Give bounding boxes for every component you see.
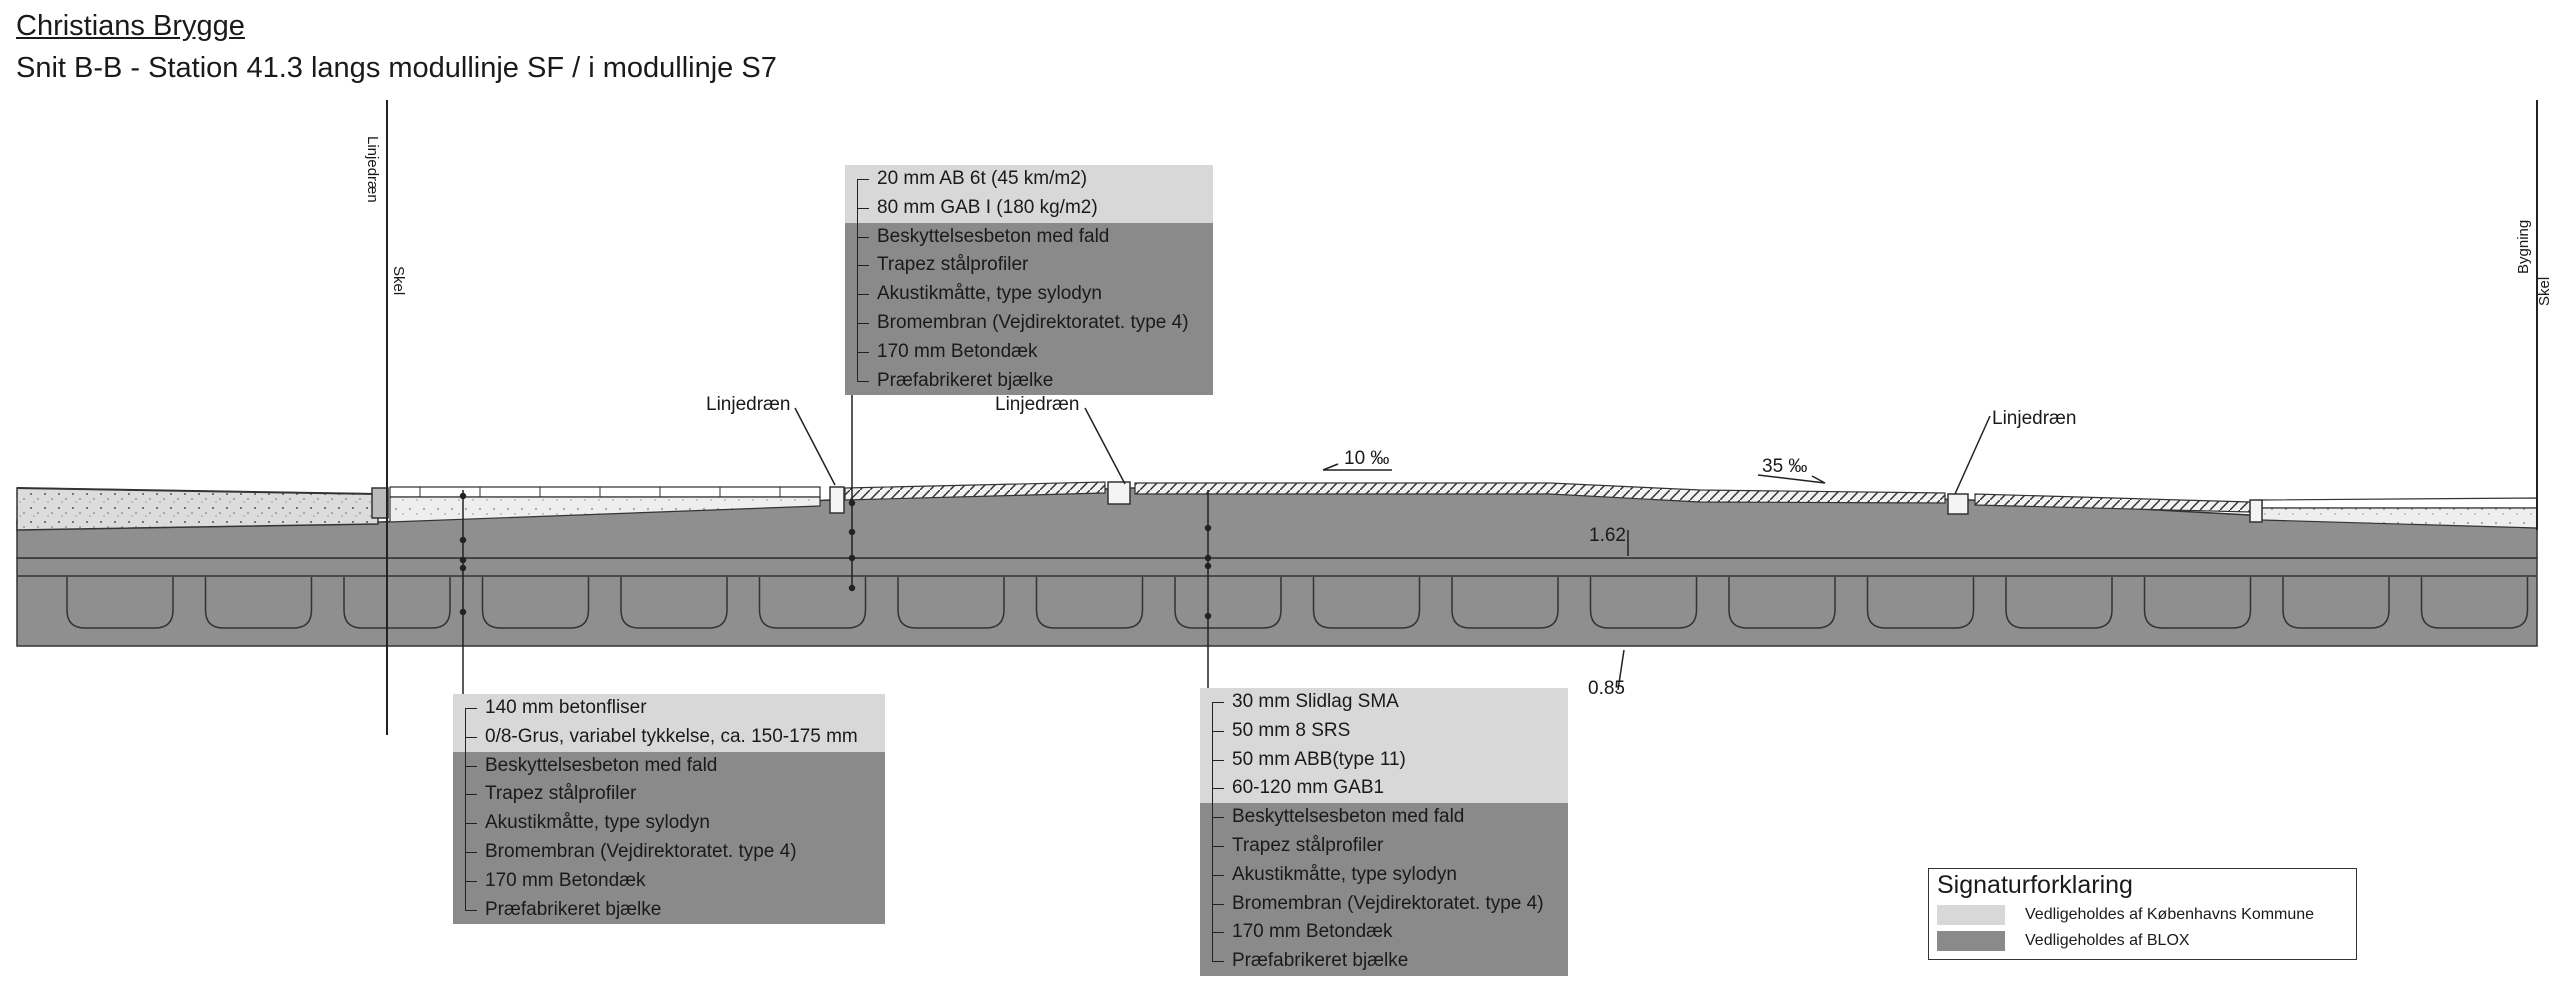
left-bedding-dark [16, 487, 379, 531]
layer-item: 30 mm Slidlag SMA [1200, 688, 1568, 717]
beam-outline [1589, 577, 1698, 629]
legend-swatch-light [1937, 905, 2005, 925]
layer-item: Trapez stålprofiler [453, 780, 885, 809]
label-skel-right: Skel [2536, 277, 2553, 306]
slope-35: 35 ‰ [1762, 456, 1807, 477]
beam-outline [1035, 577, 1144, 629]
beam-outline [66, 577, 174, 629]
beam-outline [204, 577, 313, 629]
beam-outline [2282, 577, 2390, 629]
beam-outline [1174, 577, 1282, 629]
drain-3 [1947, 493, 1969, 515]
legend-swatch-dark [1937, 931, 2005, 951]
drain-4 [2249, 499, 2263, 523]
legend: Signaturforklaring Vedligeholdes af Købe… [1928, 868, 2357, 960]
layer-item: Trapez stålprofiler [845, 251, 1213, 280]
deck-slab [16, 557, 2538, 647]
layer-item: Præfabrikeret bjælke [1200, 947, 1568, 976]
dimension-085: 0.85 [1588, 678, 1625, 699]
drawing-subtitle: Snit B-B - Station 41.3 langs modullinje… [16, 52, 777, 84]
beam-outline [2420, 577, 2529, 629]
layer-item: 20 mm AB 6t (45 km/m2) [845, 165, 1213, 194]
layer-item: 170 mm Betondæk [1200, 918, 1568, 947]
beam-outline [2005, 577, 2113, 629]
curb-left [371, 487, 389, 519]
layer-item: Præfabrikeret bjælke [845, 366, 1213, 396]
layer-item: Akustikmåtte, type sylodyn [453, 809, 885, 838]
dimension-162: 1.62 [1589, 525, 1626, 546]
layer-item: 140 mm betonfliser [453, 694, 885, 723]
label-skel-left: Skel [390, 266, 407, 295]
layer-item: Bromembran (Vejdirektoratet. type 4) [1200, 889, 1568, 919]
layer-box-right-light: 30 mm Slidlag SMA 50 mm 8 SRS 50 mm ABB(… [1200, 688, 1568, 804]
layer-item: Trapez stålprofiler [1200, 831, 1568, 861]
callout-linjedraen-1: Linjedræn [706, 394, 791, 415]
beam-outline [343, 577, 451, 629]
layer-item: Akustikmåtte, type sylodyn [845, 280, 1213, 309]
drain-2 [1107, 481, 1131, 505]
layer-item: 80 mm GAB I (180 kg/m2) [845, 193, 1213, 223]
beam-outline [1728, 577, 1836, 629]
legend-title: Signaturforklaring [1937, 871, 2133, 899]
drain-1 [829, 486, 845, 514]
layer-box-right-dark: Beskyttelsesbeton med fald Trapez stålpr… [1200, 803, 1568, 976]
road-asphalt-left [844, 481, 1106, 501]
layer-box-left-dark: Beskyttelsesbeton med fald Trapez stålpr… [453, 751, 885, 925]
beam-outline [758, 577, 867, 629]
drawing-title: Christians Brygge [16, 10, 245, 42]
layer-box-left: 140 mm betonfliser 0/8-Grus, variabel ty… [453, 694, 885, 925]
beam-outline [620, 577, 728, 629]
beam-outline [2143, 577, 2252, 629]
layer-item: 170 mm Betondæk [845, 337, 1213, 367]
layer-box-left-light: 140 mm betonfliser 0/8-Grus, variabel ty… [453, 694, 885, 752]
layer-item: 60-120 mm GAB1 [1200, 774, 1568, 803]
prefab-beams [66, 577, 2529, 629]
layer-item: 50 mm 8 SRS [1200, 716, 1568, 746]
layer-item: 0/8-Grus, variabel tykkelse, ca. 150-175… [453, 722, 885, 752]
callout-linjedraen-3: Linjedræn [1992, 408, 2077, 429]
layer-box-top-dark: Beskyttelsesbeton med fald Trapez stålpr… [845, 222, 1213, 396]
layer-item: 170 mm Betondæk [453, 866, 885, 896]
legend-label-dark: Vedligeholdes af BLOX [2025, 932, 2190, 949]
beam-outline [1312, 577, 1421, 629]
layer-item: Beskyttelsesbeton med fald [1200, 803, 1568, 832]
layer-item: 50 mm ABB(type 11) [1200, 745, 1568, 775]
layer-item: Bromembran (Vejdirektoratet. type 4) [453, 837, 885, 867]
layer-item: Beskyttelsesbeton med fald [453, 751, 885, 781]
callout-linjedraen-2: Linjedræn [995, 394, 1080, 415]
road-asphalt-main [1134, 482, 1946, 504]
legend-label-light: Vedligeholdes af Københavns Kommune [2025, 906, 2315, 923]
sidewalk-tiles [389, 486, 821, 498]
beam-outline [1451, 577, 1559, 629]
label-linjedraen-vertical: Linjedræn [364, 136, 381, 203]
layer-item: Beskyttelsesbeton med fald [845, 222, 1213, 252]
layer-box-top-light: 20 mm AB 6t (45 km/m2) 80 mm GAB I (180 … [845, 165, 1213, 223]
label-bygning: Bygning [2515, 220, 2532, 274]
beam-outline [897, 577, 1005, 629]
layer-item: Præfabrikeret bjælke [453, 895, 885, 925]
sidewalk-gravel [389, 496, 821, 523]
right-sidewalk [2261, 497, 2538, 509]
layer-item: Akustikmåtte, type sylodyn [1200, 860, 1568, 890]
beam-outline [481, 577, 590, 629]
slope-10: 10 ‰ [1344, 448, 1389, 469]
layer-item: Bromembran (Vejdirektoratet. type 4) [845, 308, 1213, 338]
layer-box-right: 30 mm Slidlag SMA 50 mm 8 SRS 50 mm ABB(… [1200, 688, 1568, 976]
layer-box-top: 20 mm AB 6t (45 km/m2) 80 mm GAB I (180 … [845, 165, 1213, 396]
beam-outline [1866, 577, 1975, 629]
